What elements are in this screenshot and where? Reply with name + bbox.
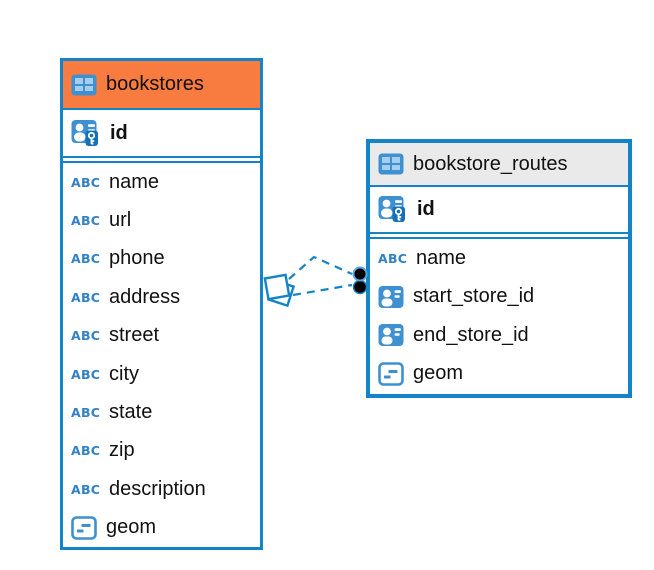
column-name: zip bbox=[109, 439, 135, 462]
column-name: description bbox=[109, 477, 206, 500]
table-bookstore-routes-header[interactable]: bookstore_routes bbox=[370, 143, 628, 187]
column-name: url bbox=[109, 209, 132, 232]
text-type-icon: ABC bbox=[378, 250, 408, 266]
table-icon bbox=[378, 153, 404, 175]
column-name: id bbox=[417, 198, 435, 220]
text-type-icon: ABC bbox=[71, 366, 101, 382]
table-name: bookstores bbox=[106, 73, 204, 95]
column-row-geom[interactable]: geom bbox=[370, 354, 628, 393]
column-row-id[interactable]: id bbox=[370, 187, 628, 232]
column-row-phone[interactable]: ABC phone bbox=[63, 239, 260, 279]
column-name: end_store_id bbox=[413, 323, 529, 346]
column-row-city[interactable]: ABC city bbox=[63, 354, 260, 394]
column-name: name bbox=[109, 170, 160, 193]
text-type-icon: ABC bbox=[71, 213, 101, 229]
column-row-name[interactable]: ABC name bbox=[63, 163, 260, 202]
column-row-url[interactable]: ABC url bbox=[63, 201, 260, 240]
text-type-icon: ABC bbox=[71, 174, 101, 190]
table-bookstores-header[interactable]: bookstores bbox=[63, 61, 260, 110]
table-bookstores[interactable]: bookstores id ABC bbox=[60, 58, 263, 550]
column-row-zip[interactable]: ABC zip bbox=[63, 431, 260, 471]
table-icon bbox=[71, 74, 97, 96]
table-bookstore-routes[interactable]: bookstore_routes id bbox=[366, 139, 632, 398]
relationship-line-1[interactable] bbox=[288, 255, 353, 280]
relationship-target-dots[interactable] bbox=[352, 266, 368, 295]
column-name: street bbox=[109, 324, 160, 347]
column-name: name bbox=[416, 246, 467, 269]
column-row-start-store-id[interactable]: start_store_id bbox=[370, 277, 628, 316]
text-type-icon: ABC bbox=[71, 328, 101, 344]
reference-column-icon bbox=[378, 285, 404, 309]
column-name: id bbox=[110, 121, 128, 144]
column-row-name[interactable]: ABC name bbox=[370, 239, 628, 278]
text-type-icon: ABC bbox=[71, 251, 101, 267]
geometry-type-icon bbox=[71, 515, 97, 540]
column-name: geom bbox=[413, 362, 464, 385]
column-row-description[interactable]: ABC description bbox=[63, 470, 260, 509]
text-type-icon: ABC bbox=[71, 443, 101, 459]
text-type-icon: ABC bbox=[71, 289, 101, 305]
column-row-geom[interactable]: geom bbox=[63, 508, 260, 547]
relationship-source-marker[interactable] bbox=[263, 273, 296, 308]
column-name: address bbox=[109, 285, 181, 308]
text-type-icon: ABC bbox=[71, 405, 101, 421]
column-row-state[interactable]: ABC state bbox=[63, 393, 260, 432]
column-name: phone bbox=[109, 247, 165, 270]
key-section-divider bbox=[63, 156, 260, 163]
relationship-target-dot-1[interactable] bbox=[352, 266, 368, 282]
table-name: bookstore_routes bbox=[413, 152, 568, 175]
column-name: geom bbox=[106, 516, 157, 539]
geometry-type-icon bbox=[378, 361, 404, 386]
column-row-end-store-id[interactable]: end_store_id bbox=[370, 316, 628, 355]
relationship-line-2[interactable] bbox=[292, 283, 353, 297]
column-row-address[interactable]: ABC address bbox=[63, 278, 260, 317]
key-section-divider bbox=[370, 232, 628, 239]
column-name: city bbox=[109, 362, 139, 385]
relationship-target-dot-2[interactable] bbox=[352, 279, 368, 295]
column-row-street[interactable]: ABC street bbox=[63, 316, 260, 355]
primary-key-icon bbox=[378, 195, 408, 224]
column-row-id[interactable]: id bbox=[63, 110, 260, 156]
primary-key-icon bbox=[71, 119, 101, 148]
text-type-icon: ABC bbox=[71, 481, 101, 497]
column-name: state bbox=[109, 401, 153, 424]
column-name: start_store_id bbox=[413, 285, 535, 308]
reference-column-icon bbox=[378, 323, 404, 347]
